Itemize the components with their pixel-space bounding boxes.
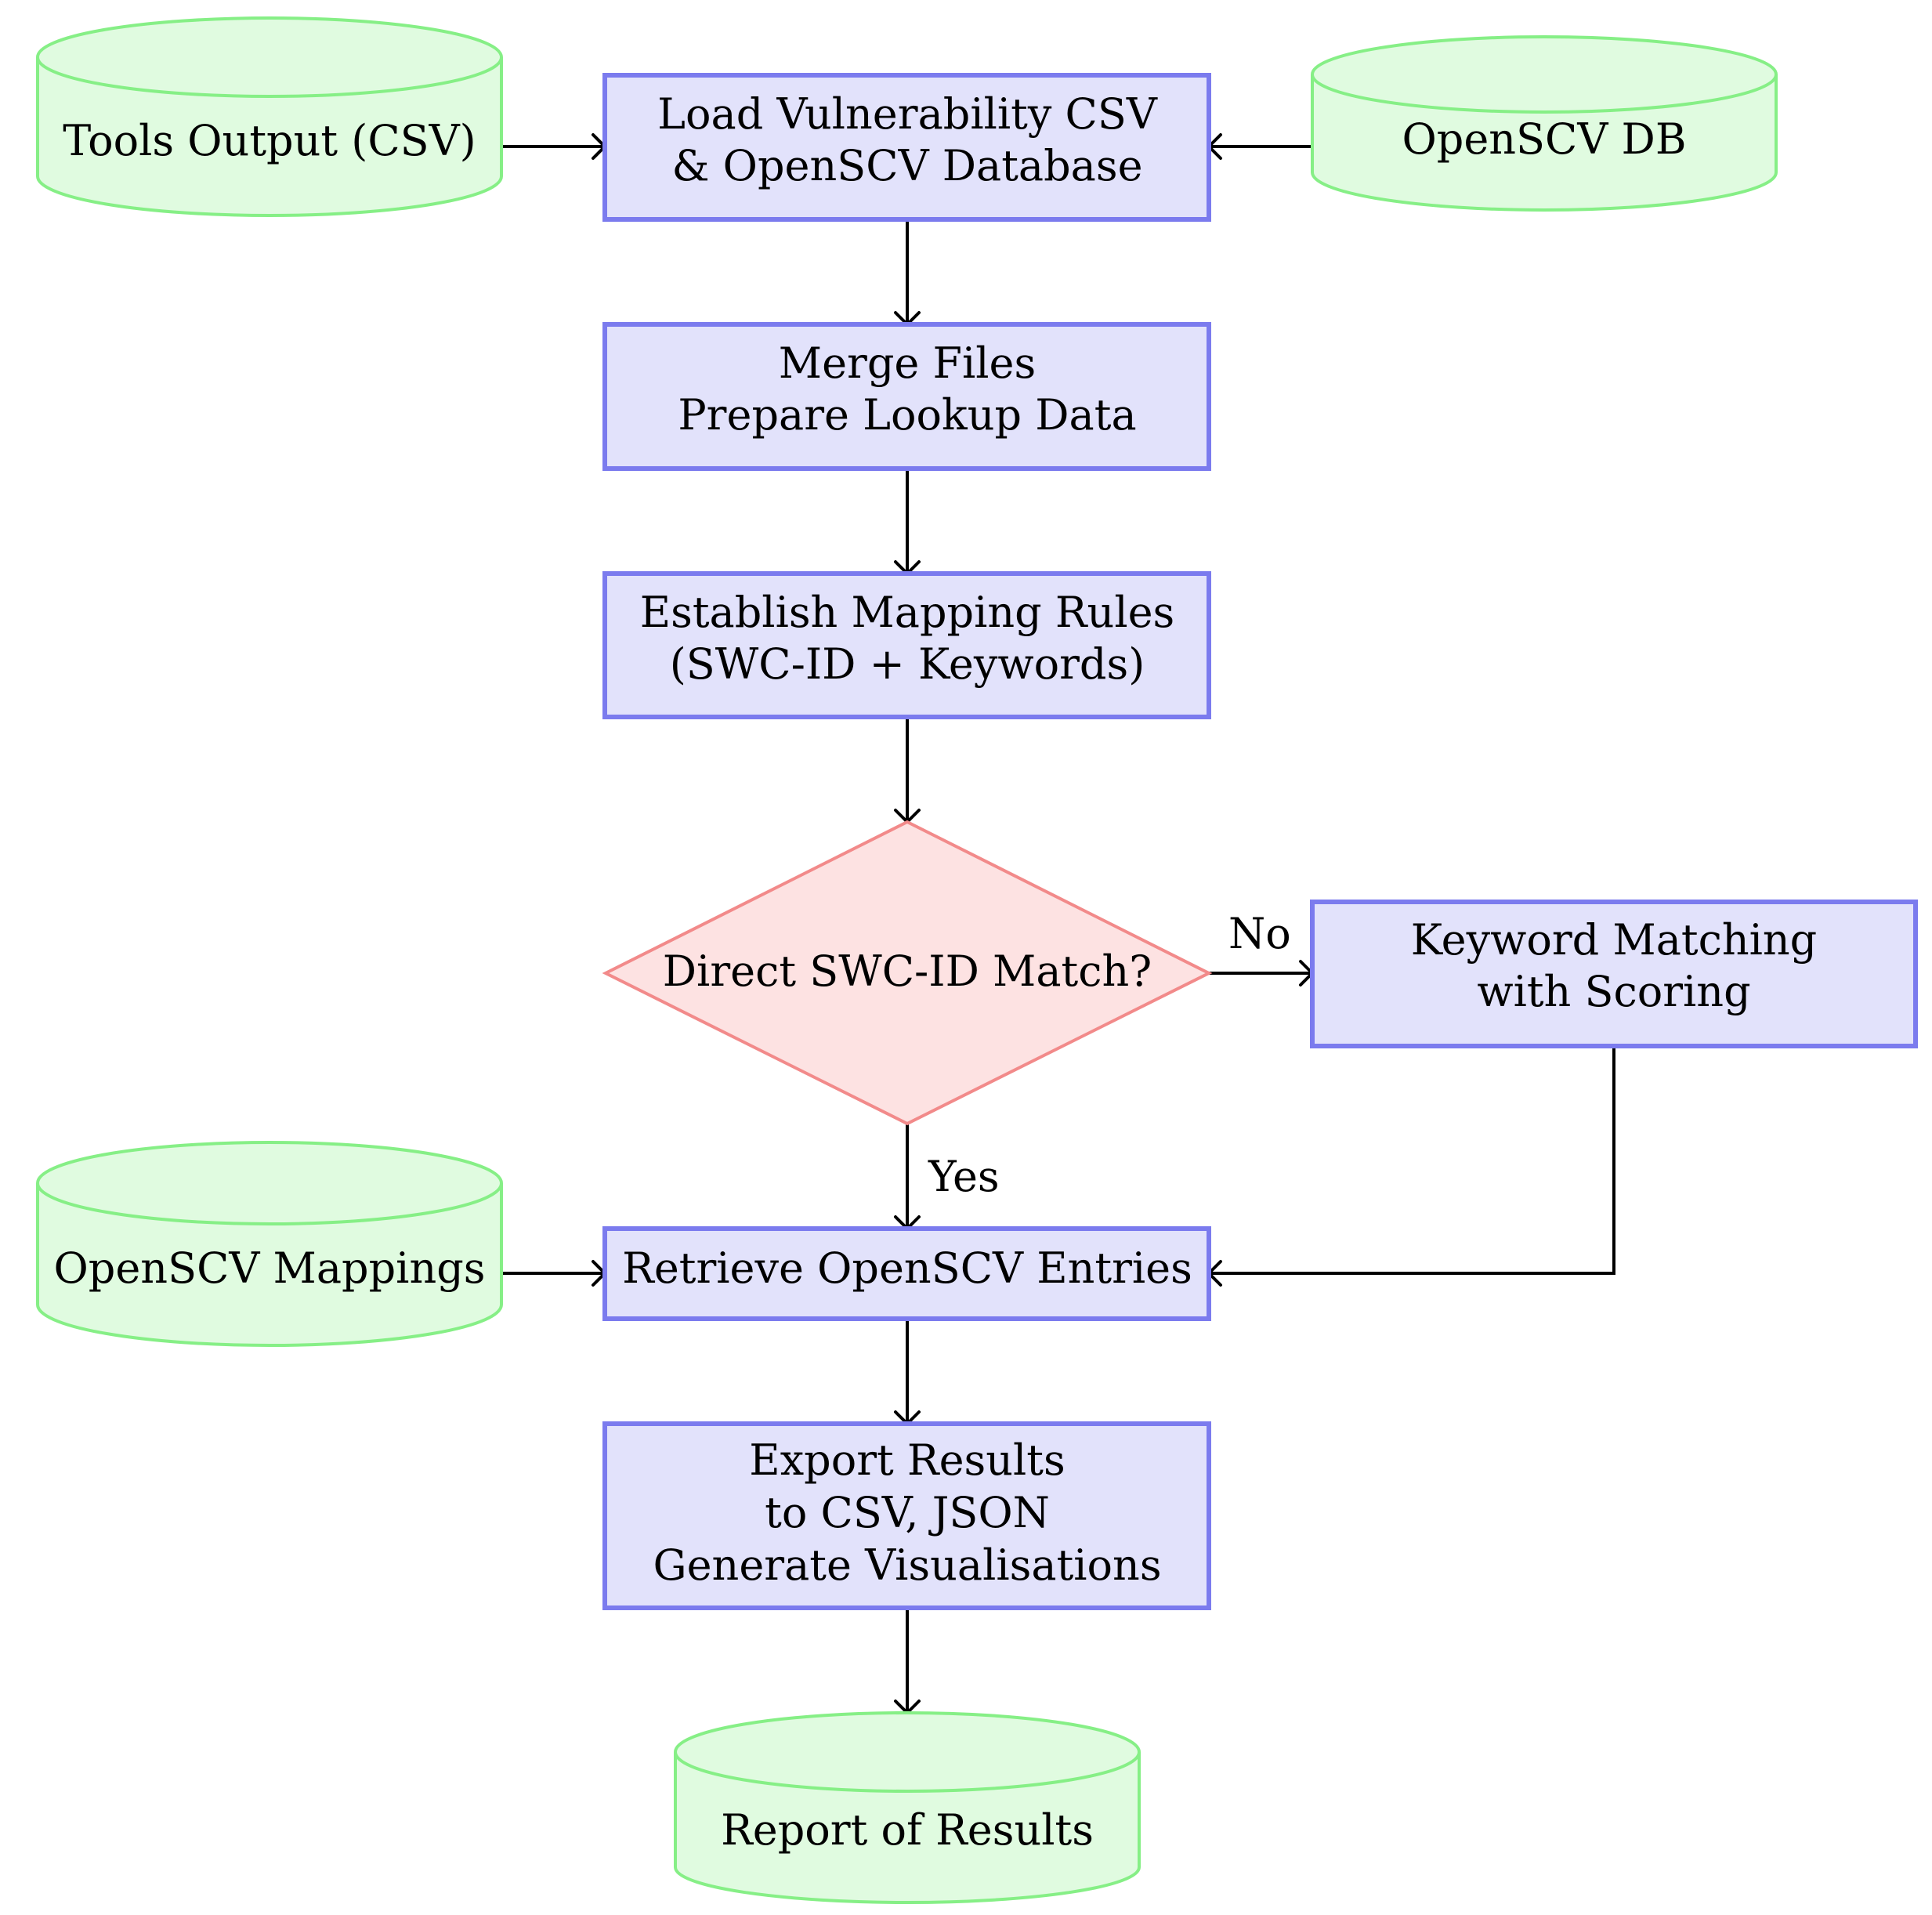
process-export-line-2: to CSV, JSON <box>765 1488 1050 1537</box>
decision-swc-id-match-label: Direct SWC-ID Match? <box>663 947 1152 996</box>
process-rules-line-2: (SWC-ID + Keywords) <box>670 639 1145 689</box>
process-merge-line-2: Prepare Lookup Data <box>678 390 1136 440</box>
process-rules: Establish Mapping Rules (SWC-ID + Keywor… <box>602 571 1211 719</box>
database-tools-output: Tools Output (CSV) <box>36 16 503 217</box>
process-rules-line-1: Establish Mapping Rules <box>640 588 1175 637</box>
edge-label-no: No <box>1228 909 1291 958</box>
process-export: Export Results to CSV, JSON Generate Vis… <box>602 1421 1211 1610</box>
edge-label-yes: Yes <box>928 1152 1000 1201</box>
database-openscv-db: OpenSCV DB <box>1311 35 1778 212</box>
process-load: Load Vulnerability CSV & OpenSCV Databas… <box>602 73 1211 222</box>
process-retrieve-label: Retrieve OpenSCV Entries <box>622 1243 1192 1293</box>
process-keyword-matching: Keyword Matching with Scoring <box>1310 900 1918 1048</box>
database-report-of-results: Report of Results <box>674 1711 1141 1904</box>
process-keyword-matching-line-1: Keyword Matching <box>1411 915 1817 965</box>
process-load-line-1: Load Vulnerability CSV <box>657 89 1158 139</box>
decision-swc-id-match: Direct SWC-ID Match? <box>602 820 1213 1126</box>
process-merge-line-1: Merge Files <box>779 338 1036 388</box>
database-tools-output-label: Tools Output (CSV) <box>63 116 476 165</box>
database-openscv-db-label: OpenSCV DB <box>1402 114 1686 164</box>
process-export-line-3: Generate Visualisations <box>653 1540 1161 1590</box>
process-merge: Merge Files Prepare Lookup Data <box>602 322 1211 471</box>
database-openscv-mappings: OpenSCV Mappings <box>36 1141 503 1347</box>
process-keyword-matching-line-2: with Scoring <box>1477 967 1750 1016</box>
process-load-line-2: & OpenSCV Database <box>671 141 1142 190</box>
database-openscv-mappings-label: OpenSCV Mappings <box>54 1243 486 1293</box>
process-retrieve: Retrieve OpenSCV Entries <box>602 1226 1211 1321</box>
edge-keyword-to-retrieve <box>1210 1046 1615 1275</box>
database-report-of-results-label: Report of Results <box>721 1805 1094 1855</box>
process-export-line-1: Export Results <box>749 1435 1065 1485</box>
